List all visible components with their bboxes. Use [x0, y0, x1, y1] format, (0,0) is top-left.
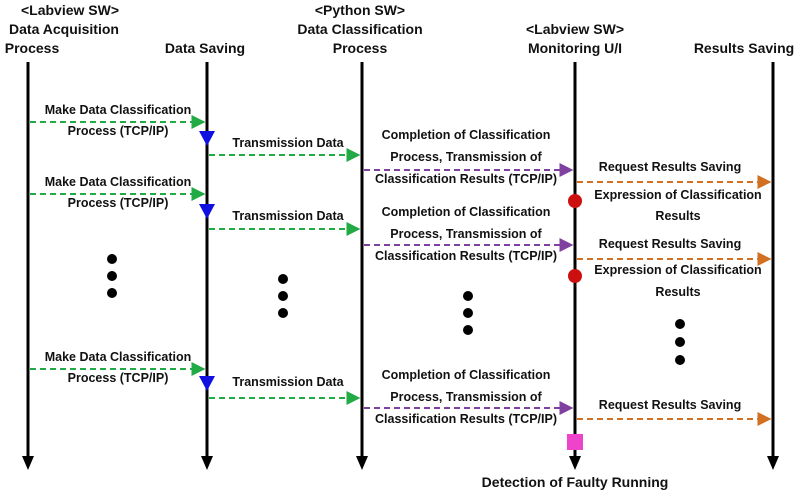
- ellipsis-dots: [107, 254, 117, 298]
- participant-name-line2: Process: [5, 40, 60, 56]
- participant-name: Data Classification: [297, 21, 422, 37]
- transmission-label: Transmission Data: [232, 136, 344, 150]
- request-label: Request Results Saving: [599, 398, 741, 412]
- save-marker: [199, 131, 215, 146]
- transmission-label: Transmission Data: [232, 375, 344, 389]
- expression-label-line1: Expression of Classification: [594, 188, 761, 202]
- lifeline-arrowhead: [356, 456, 368, 470]
- ellipsis-dots: [278, 274, 288, 318]
- participant-header-results-saving: Results Saving: [694, 40, 794, 56]
- participant-name: Data Acquisition: [9, 21, 119, 37]
- make-label-line1: Make Data Classification: [45, 103, 192, 117]
- request-label: Request Results Saving: [599, 160, 741, 174]
- completion-label-line3: Classification Results (TCP/IP): [375, 412, 557, 426]
- participant-name: Data Saving: [165, 40, 245, 56]
- participant-header-data-saving: Data Saving: [165, 40, 245, 56]
- completion-label-line2: Process, Transmission of: [390, 150, 542, 164]
- participant-header-data-classification: <Python SW> Data Classification Process: [297, 2, 422, 56]
- completion-label-line3: Classification Results (TCP/IP): [375, 249, 557, 263]
- expression-label-line2: Results: [655, 209, 700, 223]
- ellipsis-dots: [463, 291, 473, 335]
- completion-label-line2: Process, Transmission of: [390, 227, 542, 241]
- ellipsis-dots: [675, 319, 685, 365]
- participant-name: Monitoring U/I: [528, 40, 622, 56]
- lifeline-arrowhead: [569, 456, 581, 470]
- expression-label-line1: Expression of Classification: [594, 263, 761, 277]
- completion-label-line1: Completion of Classification: [382, 205, 551, 219]
- lifeline-arrowhead: [767, 456, 779, 470]
- make-label-line1: Make Data Classification: [45, 175, 192, 189]
- participant-header-monitoring-ui: <Labview SW> Monitoring U/I: [526, 21, 624, 56]
- participant-header-data-acquisition: <Labview SW> Data Acquisition Process: [5, 2, 119, 56]
- make-label-line2: Process (TCP/IP): [68, 124, 169, 138]
- participant-tag: <Labview SW>: [526, 21, 624, 37]
- participant-name: Results Saving: [694, 40, 794, 56]
- participant-tag: <Labview SW>: [21, 2, 119, 18]
- expression-marker: [568, 269, 582, 283]
- participant-name-line2: Process: [333, 40, 388, 56]
- save-marker: [199, 376, 215, 391]
- detection-label: Detection of Faulty Running: [482, 474, 669, 490]
- completion-label-line2: Process, Transmission of: [390, 390, 542, 404]
- make-label-line2: Process (TCP/IP): [68, 196, 169, 210]
- request-label: Request Results Saving: [599, 237, 741, 251]
- completion-label-line1: Completion of Classification: [382, 368, 551, 382]
- completion-label-line3: Classification Results (TCP/IP): [375, 172, 557, 186]
- transmission-label: Transmission Data: [232, 209, 344, 223]
- lifeline-arrowhead: [22, 456, 34, 470]
- participant-tag: <Python SW>: [315, 2, 405, 18]
- faulty-marker: [567, 434, 583, 450]
- save-marker: [199, 204, 215, 219]
- make-label-line2: Process (TCP/IP): [68, 371, 169, 385]
- make-label-line1: Make Data Classification: [45, 350, 192, 364]
- expression-marker: [568, 194, 582, 208]
- completion-label-line1: Completion of Classification: [382, 128, 551, 142]
- expression-label-line2: Results: [655, 285, 700, 299]
- lifeline-arrowhead: [201, 456, 213, 470]
